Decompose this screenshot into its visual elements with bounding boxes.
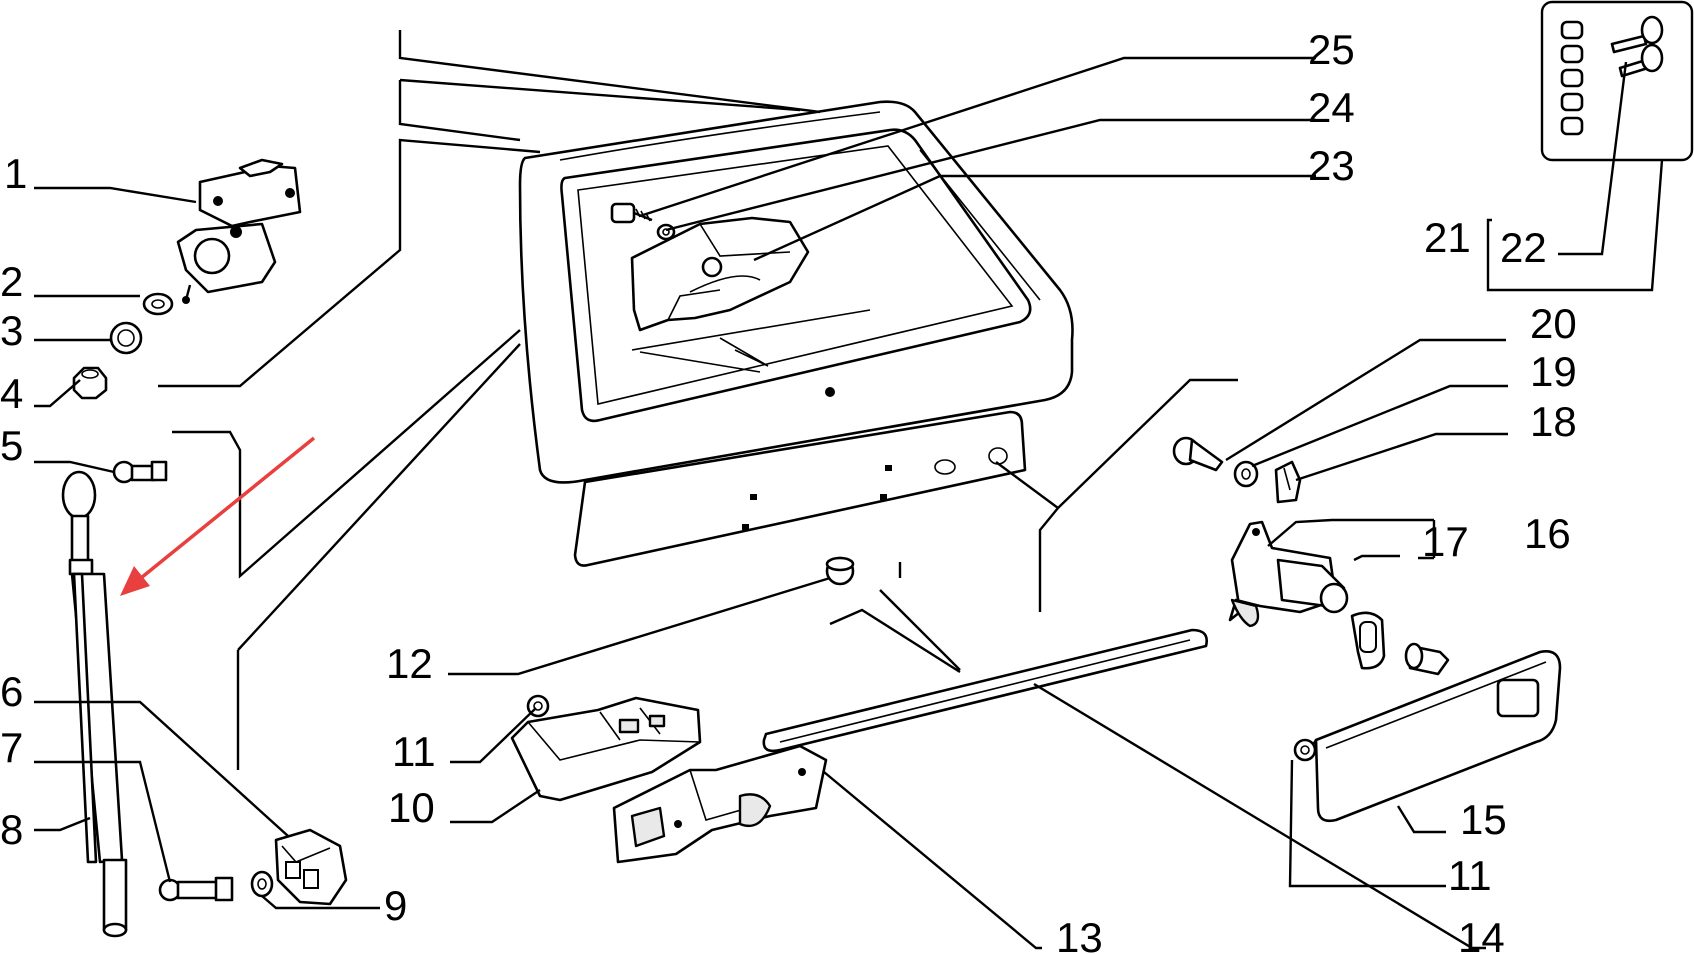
part-20-screw [1172, 436, 1224, 472]
callout-23: 23 [1308, 142, 1355, 189]
callout-12: 12 [386, 640, 433, 687]
callout-18: 18 [1530, 398, 1577, 445]
part-17-seal [1350, 611, 1386, 670]
part-24-washer [656, 223, 676, 241]
callout-8: 8 [0, 806, 23, 853]
part-9-washer [250, 870, 274, 898]
part-13-lock [612, 744, 828, 864]
red-pointer-arrow [120, 436, 316, 596]
callout-20: 20 [1530, 300, 1577, 347]
callout-1: 1 [4, 150, 27, 197]
callout-4: 4 [0, 370, 23, 417]
part-8-gas-strut [61, 470, 128, 938]
callout-17: 17 [1422, 518, 1469, 565]
callout-21: 21 [1424, 214, 1471, 261]
lock-barrels [1560, 20, 1584, 136]
part-5-ball-stud [112, 460, 168, 484]
callout-13: 13 [1056, 914, 1103, 954]
part-3-nut [109, 321, 143, 355]
callout-2: 2 [0, 258, 23, 305]
part-15-handle [1304, 650, 1562, 823]
tailgate [518, 100, 1074, 567]
part-16-screw [1404, 642, 1450, 676]
part-10-striker [510, 696, 702, 802]
callout-24: 24 [1308, 84, 1355, 131]
part-25-screw [610, 202, 653, 224]
callout-11-right: 11 [1448, 852, 1492, 899]
keys [1610, 15, 1664, 78]
part-7-ball-stud [158, 876, 234, 902]
callout-6: 6 [0, 668, 23, 715]
part-19-washer [1233, 460, 1259, 488]
callout-5: 5 [0, 422, 23, 469]
callout-3: 3 [0, 307, 23, 354]
part-2-washer [142, 292, 174, 316]
part-14-rod [762, 628, 1208, 753]
callout-7: 7 [0, 724, 23, 771]
part-4-capnut [72, 366, 108, 400]
callout-14: 14 [1458, 914, 1505, 954]
callout-labels: 1 2 3 4 5 6 7 8 9 10 11 11 12 13 14 15 1… [0, 26, 1577, 954]
callout-25: 25 [1308, 26, 1355, 73]
part-1-hinge [176, 158, 302, 304]
leader-lines [34, 30, 1664, 950]
part-6-bumper [274, 828, 348, 906]
part-11-washer-right [1293, 738, 1317, 762]
part-23-bracket [630, 216, 871, 373]
part-21-22-inset [1540, 0, 1694, 162]
part-12-bumper [825, 556, 855, 586]
callout-9: 9 [384, 882, 407, 929]
callout-19: 19 [1530, 348, 1577, 395]
callout-11-left: 11 [392, 728, 436, 775]
callout-10: 10 [388, 784, 435, 831]
callout-15: 15 [1460, 796, 1507, 843]
part-18-clip [1274, 460, 1302, 504]
callout-22: 22 [1500, 224, 1547, 271]
callout-16: 16 [1524, 510, 1571, 557]
part-16-lock-cylinder [1228, 520, 1349, 628]
